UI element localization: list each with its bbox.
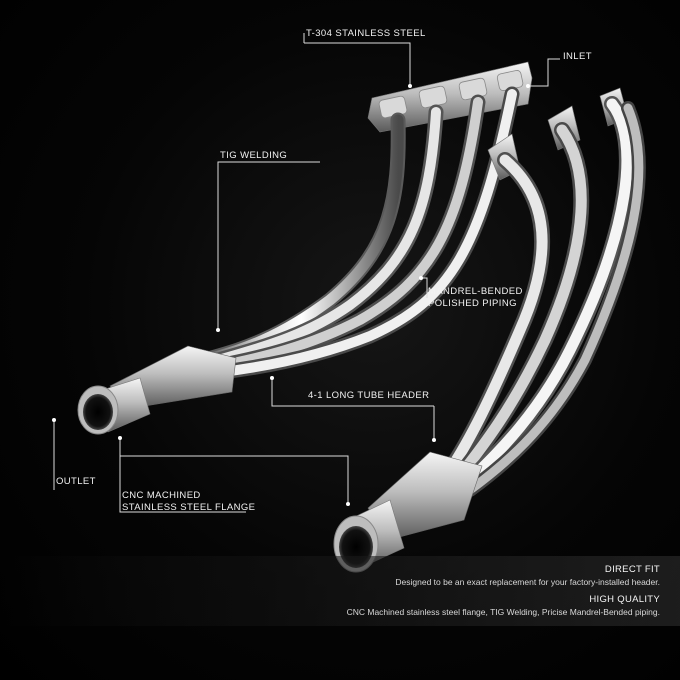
callout-inlet: INLET: [563, 51, 592, 62]
feature-panel: [0, 556, 680, 626]
callout-mandrel-line2: POLISHED PIPING: [428, 298, 517, 309]
callout-dots: [52, 84, 530, 506]
feature-title: DIRECT FIT: [604, 564, 660, 575]
right-collector: [367, 451, 483, 541]
callout-outlet: OUTLET: [56, 476, 96, 487]
callout-tig-welding: TIG WELDING: [220, 150, 288, 161]
feature-title: HIGH QUALITY: [589, 594, 660, 605]
right-header: [333, 87, 646, 573]
feature-high-quality: HIGH QUALITY CNC Machined stainless stee…: [347, 594, 660, 617]
feature-description: CNC Machined stainless steel flange, TIG…: [346, 607, 660, 617]
feature-description: Designed to be an exact replacement for …: [395, 577, 660, 587]
callout-long-tube-header: 4-1 LONG TUBE HEADER: [308, 390, 430, 401]
callout-mandrel-line1: MANDREL-BENDED: [428, 286, 523, 297]
callout-flange-line2: STAINLESS STEEL FLANGE: [122, 502, 256, 513]
callout-flange-line1: CNC MACHINED: [122, 490, 201, 501]
callout-steel: T-304 STAINLESS STEEL: [306, 28, 426, 39]
left-inlet-flange: [367, 61, 533, 133]
left-header: [77, 61, 533, 435]
feature-direct-fit: DIRECT FIT Designed to be an exact repla…: [395, 564, 660, 587]
callout-lines: [53, 33, 560, 513]
left-outlet-opening: [83, 394, 113, 430]
